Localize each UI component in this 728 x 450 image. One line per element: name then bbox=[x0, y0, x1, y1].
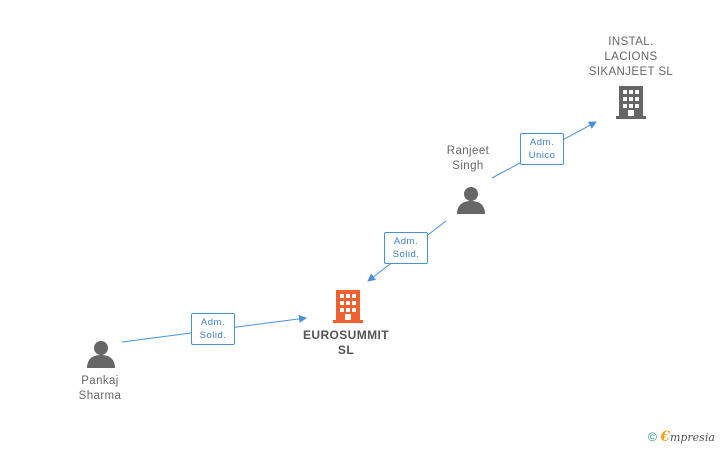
person-icon[interactable] bbox=[86, 340, 116, 368]
copyright-icon: © bbox=[648, 430, 657, 444]
node-label-eurosummit[interactable]: EUROSUMMIT SL bbox=[303, 328, 389, 357]
edge-badge-adm-solid-pankaj[interactable]: Adm. Solid. bbox=[191, 313, 235, 345]
building-icon[interactable] bbox=[332, 289, 364, 323]
edge-badge-adm-solid-ranjeet[interactable]: Adm. Solid. bbox=[384, 232, 428, 264]
edge-badge-adm-unico[interactable]: Adm. Unico bbox=[520, 133, 564, 165]
node-label-pankaj-sharma[interactable]: Pankaj Sharma bbox=[78, 375, 122, 402]
brand-logo: €mpresia bbox=[660, 429, 715, 445]
person-icon[interactable] bbox=[456, 186, 486, 214]
footer-brand: © €mpresia bbox=[648, 429, 715, 445]
building-icon[interactable] bbox=[615, 85, 647, 119]
node-label-ranjeet-singh[interactable]: Ranjeet Singh bbox=[446, 145, 490, 172]
node-label-instal-lacions[interactable]: INSTAL. LACIONS SIKANJEET SL bbox=[588, 36, 674, 78]
